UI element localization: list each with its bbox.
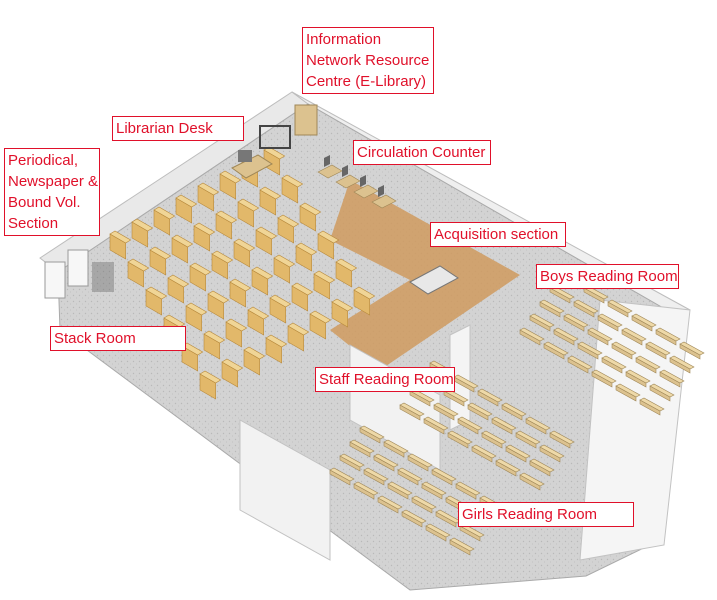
periodical-racks	[44, 249, 114, 299]
label-staff-reading-room: Staff Reading Room	[315, 367, 455, 392]
label-line: Acquisition section	[434, 226, 559, 243]
stack-room-shelves	[109, 146, 376, 400]
label-line: Information	[306, 31, 382, 48]
e-library-furniture	[259, 104, 318, 149]
label-periodical: Periodical, Newspaper & Bound Vol. Secti…	[4, 148, 100, 236]
label-line: Boys Reading Room	[540, 268, 678, 285]
label-line: Centre (E-Library)	[306, 73, 427, 90]
label-circulation-counter: Circulation Counter	[353, 140, 491, 165]
label-acquisition: Acquisition section	[430, 222, 566, 247]
label-boys-reading-room: Boys Reading Room	[536, 264, 679, 289]
label-line: Librarian Desk	[116, 120, 213, 137]
label-line: Circulation Counter	[357, 144, 486, 161]
label-line: Network Resource	[306, 52, 430, 69]
partition-girls	[239, 419, 331, 561]
label-line: Stack Room	[54, 330, 136, 347]
label-stack-room: Stack Room	[50, 326, 186, 351]
label-line: Staff Reading Room	[319, 371, 454, 388]
label-line: Girls Reading Room	[462, 506, 598, 523]
label-girls-reading-room: Girls Reading Room	[458, 502, 634, 527]
label-e-library: Information Network Resource Centre (E-L…	[302, 27, 435, 94]
label-line: Bound Vol.	[8, 194, 81, 211]
label-librarian-desk: Librarian Desk	[112, 116, 244, 141]
label-line: Newspaper &	[8, 173, 99, 190]
librarian-desk-furniture	[231, 150, 273, 179]
acquisition-desk-furniture	[409, 265, 459, 295]
label-line: Periodical,	[8, 152, 79, 169]
label-line: Section	[8, 215, 59, 232]
circulation-counter-furniture	[317, 155, 397, 209]
